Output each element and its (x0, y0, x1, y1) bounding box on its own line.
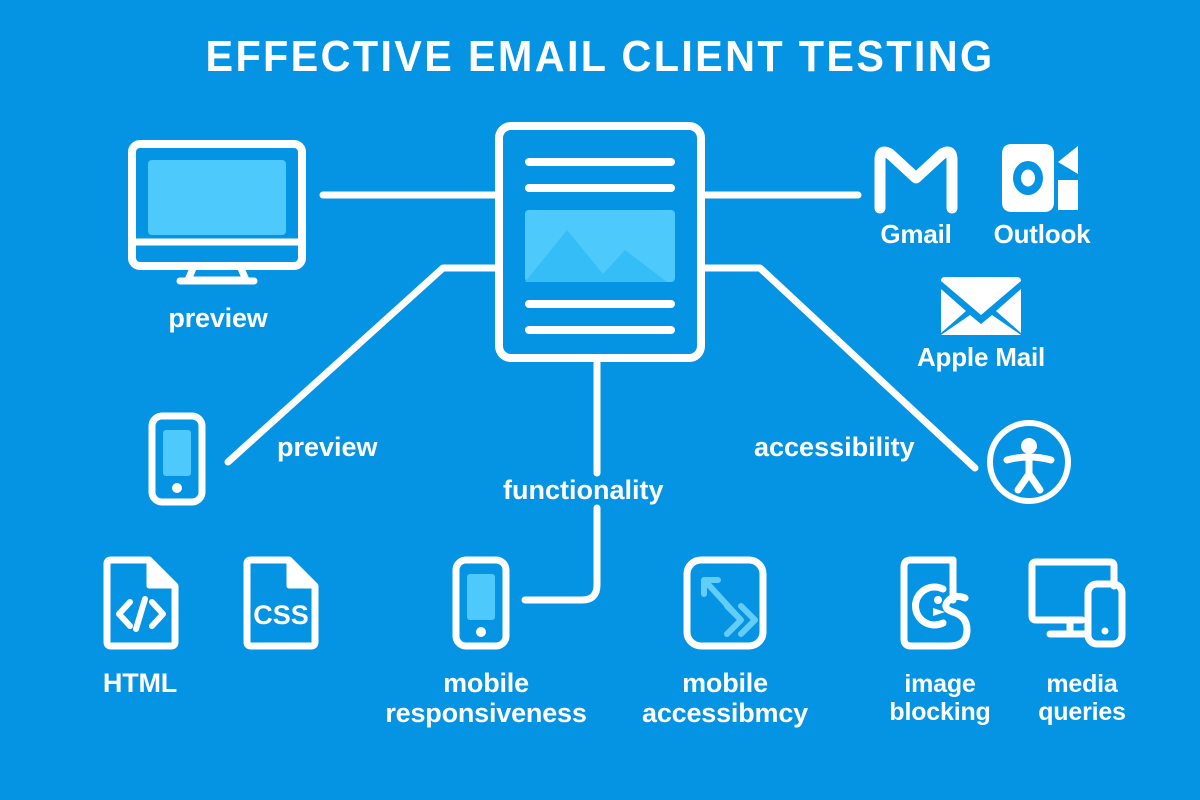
css-file-icon: CSS (243, 556, 319, 650)
mobile-accessibility-label: mobile accessibmcy (642, 668, 808, 729)
css-glyph: CSS (253, 600, 309, 630)
gmail-icon (874, 146, 958, 214)
outlook-icon (1002, 144, 1078, 212)
smartphone-icon (148, 412, 206, 506)
page-title: EFFECTIVE EMAIL CLIENT TESTING (205, 32, 995, 81)
responsive-devices-icon (1028, 558, 1126, 648)
outlook-label: Outlook (993, 219, 1091, 249)
image-blocking-icon (900, 556, 971, 650)
mobile-accessibility[interactable] (683, 556, 767, 650)
apple-mail-label: Apple Mail (916, 342, 1045, 372)
html-file-icon (103, 556, 179, 650)
css[interactable]: CSS (243, 556, 319, 650)
desktop-monitor-icon (128, 140, 306, 285)
gmail-label: Gmail (880, 219, 952, 249)
mobile-preview[interactable] (148, 412, 206, 506)
apple-mail[interactable] (937, 273, 1025, 339)
gmail[interactable] (870, 142, 962, 214)
accessibility-person-icon (987, 420, 1071, 504)
image-blocking-label: image blocking (889, 670, 991, 726)
connector-label-accessibility: accessibility (754, 432, 915, 462)
email-document[interactable] (495, 122, 705, 362)
media-queries[interactable] (1026, 558, 1128, 648)
outlook[interactable] (998, 140, 1080, 216)
document-with-image-icon (495, 122, 705, 362)
desktop-preview-label: preview (168, 303, 268, 333)
html-label: HTML (102, 668, 178, 698)
media-queries-label: media queries (1038, 670, 1126, 726)
connector-label-functionality: functionality (503, 475, 664, 505)
mobile-responsiveness-label: mobile responsiveness (385, 668, 587, 729)
accessibility[interactable] (985, 418, 1073, 506)
resize-arrow-icon (683, 556, 767, 650)
desktop-preview[interactable] (128, 140, 306, 285)
envelope-icon (941, 277, 1021, 335)
smartphone-icon (452, 556, 510, 650)
line-to-mobile-preview (224, 264, 499, 466)
html[interactable] (103, 556, 179, 650)
mobile-responsiveness[interactable] (452, 556, 510, 650)
connector-label-preview: preview (277, 432, 378, 462)
image-blocking[interactable] (897, 556, 981, 650)
line-functionality-lower (521, 504, 601, 604)
line-to-accessibility (701, 264, 979, 472)
